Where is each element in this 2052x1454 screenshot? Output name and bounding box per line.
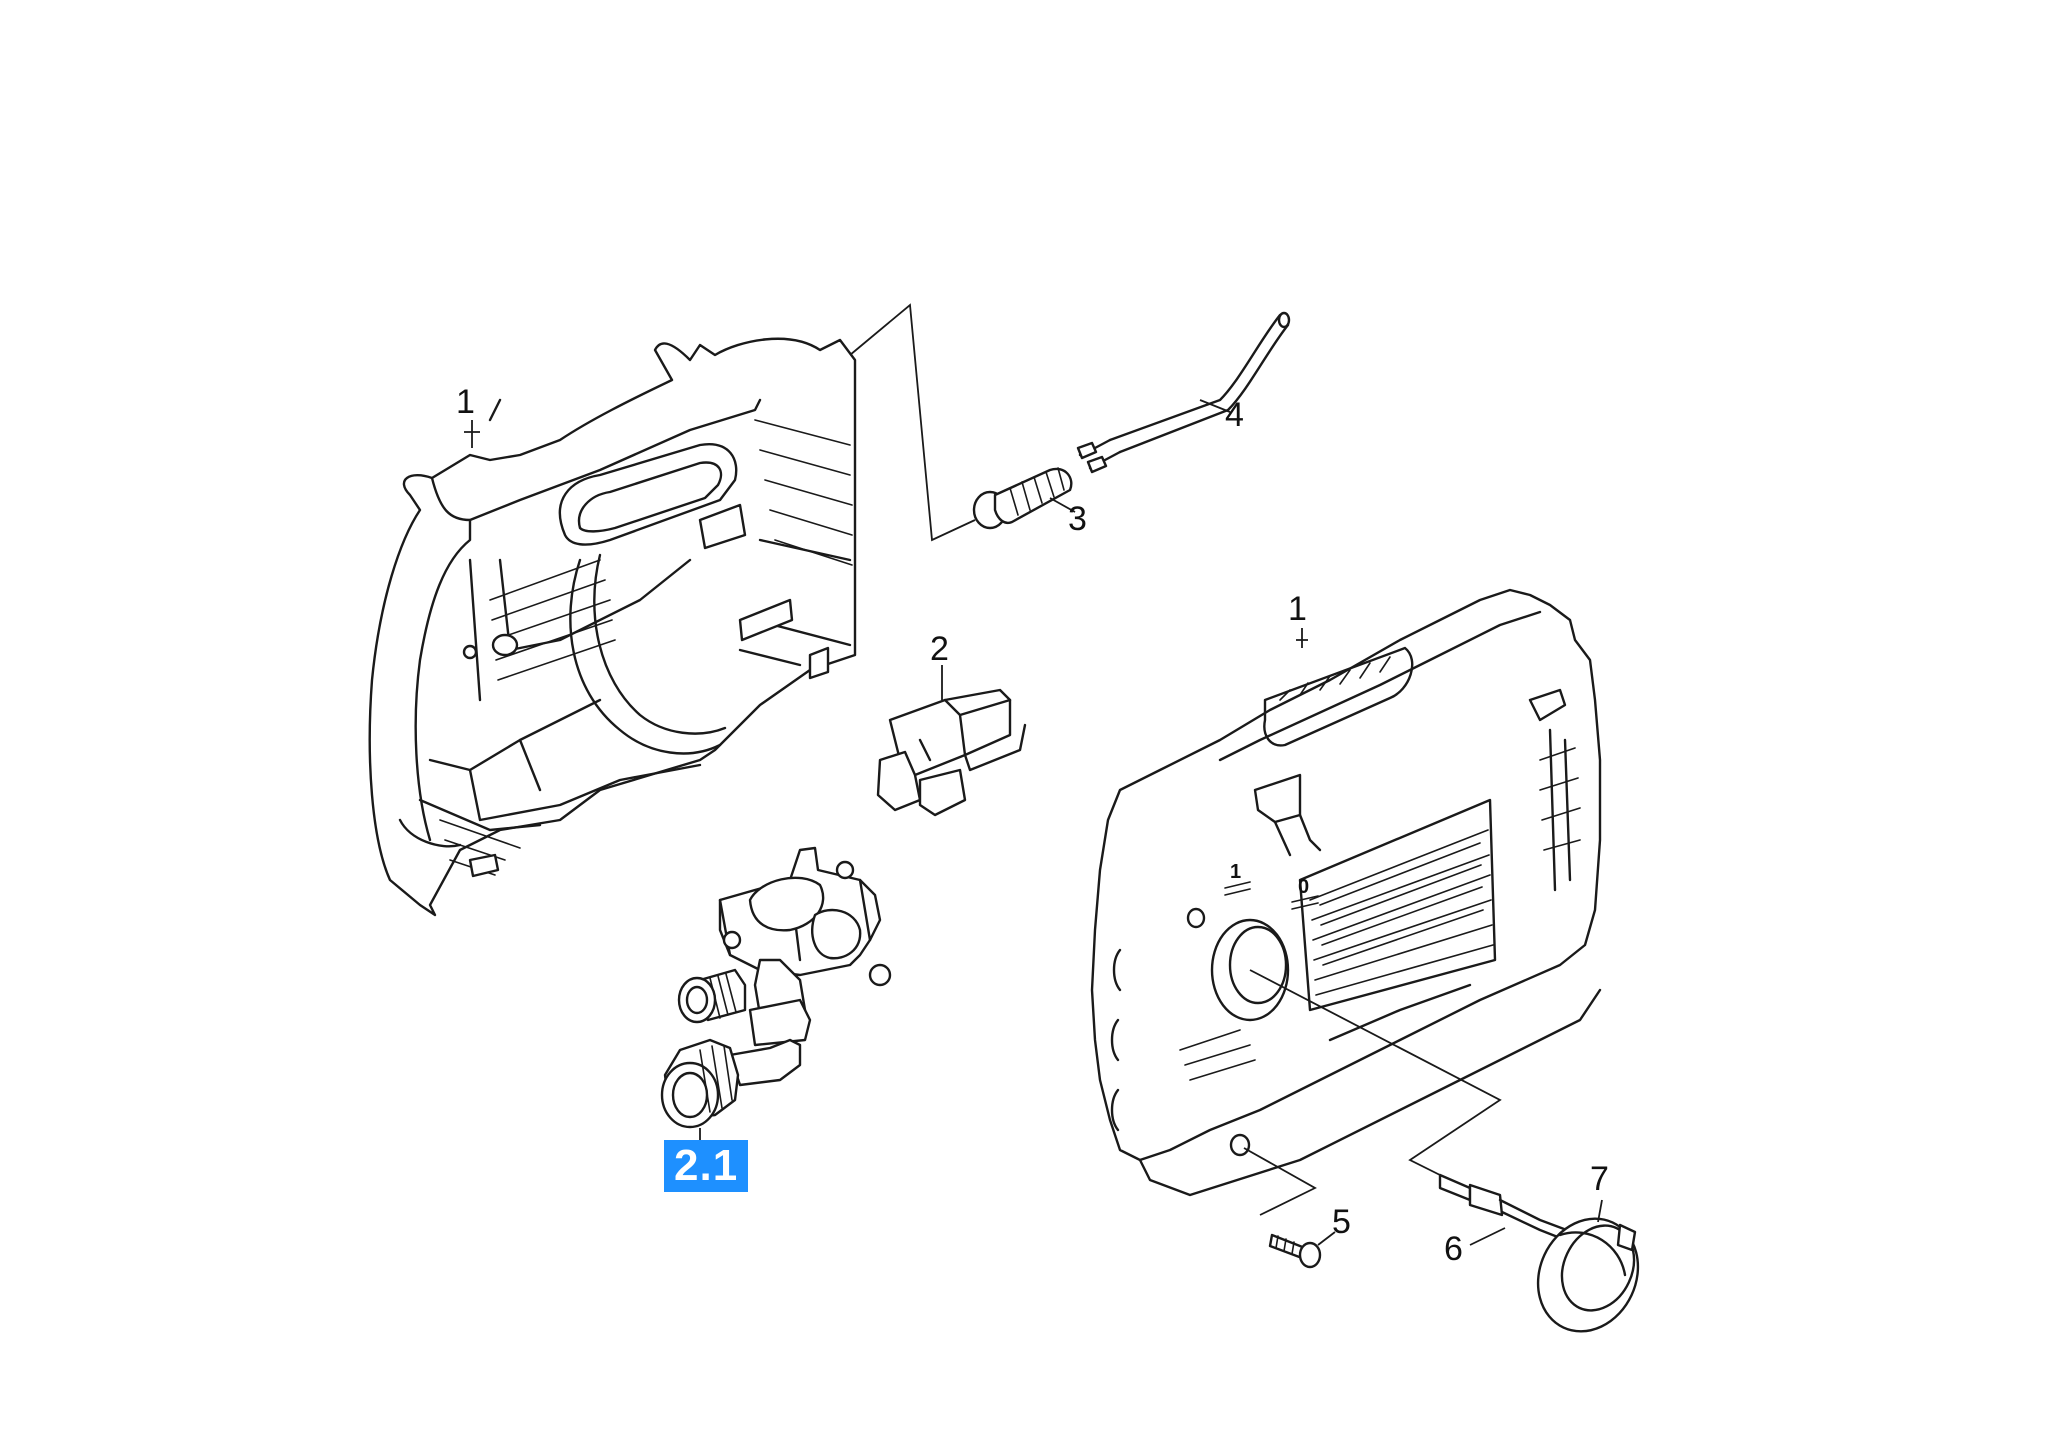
callout-2-1-highlighted[interactable]: 2.1 [664, 1140, 749, 1192]
callout-7: 7 [1590, 1160, 1609, 1198]
leader-bracket-top [849, 303, 976, 542]
leader-bracket-screw [1243, 1147, 1317, 1216]
part-4-power-cable [1076, 311, 1291, 474]
off-marking: 0 [1298, 876, 1309, 898]
leader-1-right [1296, 628, 1308, 648]
callout-3: 3 [1068, 500, 1087, 538]
part-7-knob [1536, 1217, 1640, 1333]
leader-3 [1049, 497, 1076, 513]
part-2-bracket [876, 688, 1027, 817]
rear-housing-half [368, 337, 857, 917]
leader-4 [1199, 399, 1231, 413]
part-3-cable-grommet [972, 467, 1073, 530]
callout-4: 4 [1225, 396, 1244, 434]
callout-2: 2 [930, 630, 949, 668]
callout-5: 5 [1332, 1203, 1351, 1241]
leader-bracket-bottom [1249, 969, 1502, 1181]
callout-6: 6 [1444, 1230, 1463, 1268]
on-marking: 1 [1230, 861, 1241, 883]
leader-6 [1469, 1227, 1506, 1246]
leader-7 [1597, 1199, 1603, 1223]
leader-5 [1317, 1231, 1336, 1246]
leader-1-left [464, 420, 480, 448]
callout-1-front-housing: 1 [1288, 590, 1307, 628]
part-2-1-pump-assembly [660, 846, 892, 1129]
part-5-screw [1268, 1233, 1322, 1269]
front-housing-half: 1 0 [1090, 588, 1602, 1197]
callout-1-rear-housing: 1 [456, 383, 475, 421]
